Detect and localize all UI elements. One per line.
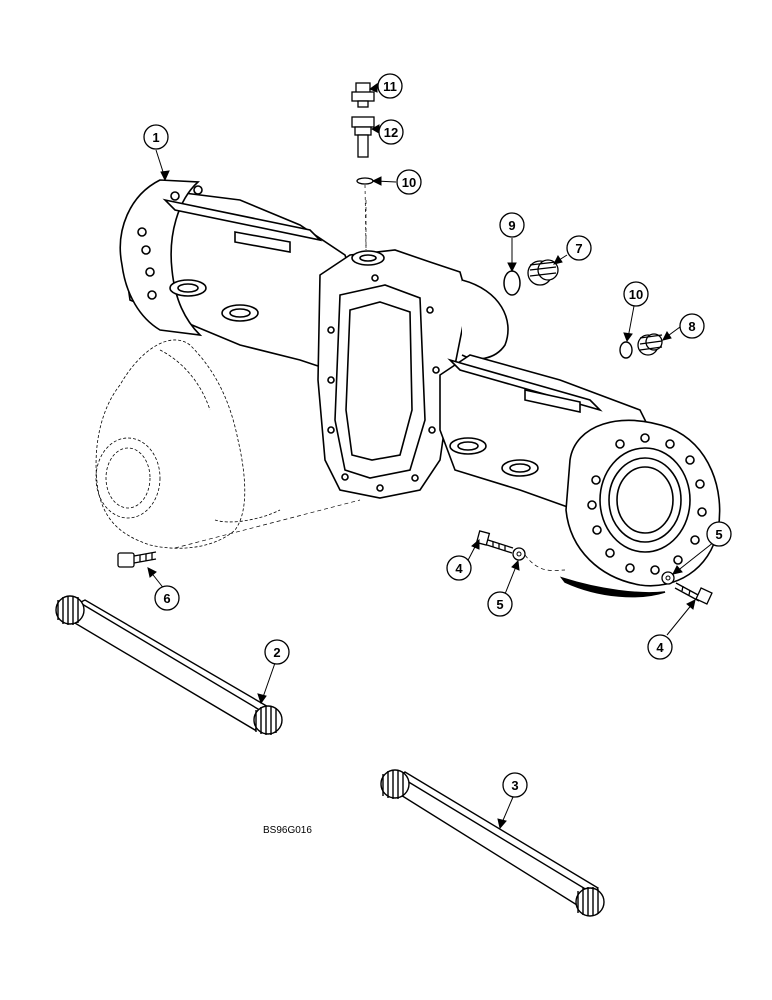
callout-4-left: 4 (446, 555, 472, 581)
svg-text:11: 11 (383, 79, 397, 94)
svg-text:6: 6 (163, 591, 170, 606)
callout-3: 3 (502, 772, 528, 798)
callout-7: 7 (566, 235, 592, 261)
part-5-washer-left (512, 547, 526, 561)
part-7-plug (527, 259, 559, 286)
callout-1: 1 (143, 124, 169, 150)
part-3-axle-shaft (380, 769, 605, 917)
part-12-fitting (351, 116, 375, 158)
svg-text:10: 10 (402, 175, 416, 190)
figure-code: BS96G016 (263, 825, 312, 836)
callout-4-right: 4 (647, 634, 673, 660)
callout-6: 6 (154, 585, 180, 611)
svg-text:2: 2 (273, 645, 280, 660)
svg-text:8: 8 (688, 319, 695, 334)
callout-11: 11 (377, 73, 403, 99)
svg-text:10: 10 (629, 287, 643, 302)
svg-text:3: 3 (511, 778, 518, 793)
part-4-bolt-right (674, 582, 713, 605)
part-6-bolt (117, 551, 157, 568)
callout-5-right: 5 (706, 521, 732, 547)
assembly-leader-lines (174, 200, 566, 571)
differential-housing (95, 339, 281, 549)
svg-text:4: 4 (656, 640, 664, 655)
svg-text:1: 1 (152, 130, 159, 145)
axle-housing (119, 179, 721, 598)
part-9-ring (503, 270, 521, 296)
callout-10-top: 10 (396, 169, 422, 195)
part-10-o-ring-top (356, 177, 374, 185)
svg-text:12: 12 (384, 125, 398, 140)
svg-text:5: 5 (496, 597, 503, 612)
callouts: 1 11 12 10 9 7 10 8 5 4 5 4 6 2 3 (143, 73, 732, 798)
callout-8: 8 (679, 313, 705, 339)
part-8-plug (637, 333, 663, 356)
callout-12: 12 (378, 119, 404, 145)
part-10-o-ring-right (619, 341, 633, 359)
svg-text:7: 7 (575, 241, 582, 256)
part-2-axle-shaft (55, 595, 283, 735)
callout-9: 9 (499, 212, 525, 238)
part-5-washer-right (661, 571, 675, 585)
svg-text:5: 5 (715, 527, 722, 542)
callout-leaders (147, 83, 715, 830)
svg-text:4: 4 (455, 561, 463, 576)
callout-5-left: 5 (487, 591, 513, 617)
part-4-bolt-left (475, 530, 514, 554)
part-11-plug (351, 82, 375, 108)
callout-2: 2 (264, 639, 290, 665)
callout-10-right: 10 (623, 281, 649, 307)
svg-text:9: 9 (508, 218, 515, 233)
